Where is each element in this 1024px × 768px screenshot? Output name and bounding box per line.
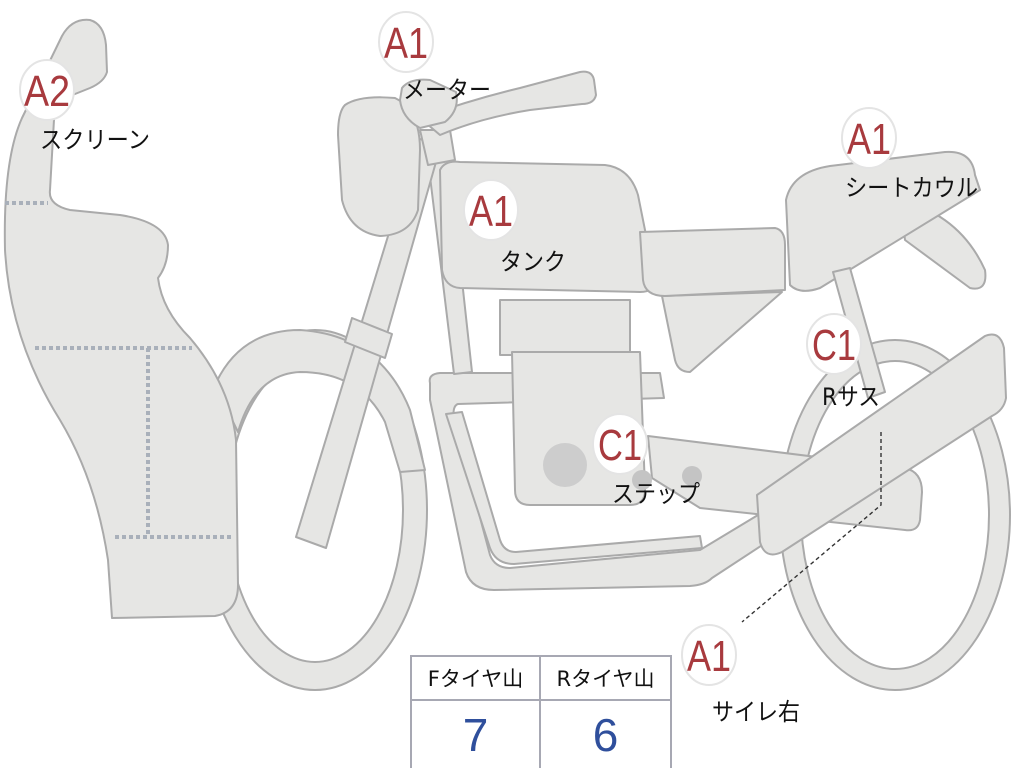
grade-badge — [806, 313, 862, 375]
handlebar — [419, 70, 597, 136]
muffler — [756, 333, 1007, 556]
meter — [399, 78, 458, 129]
seat-cowl — [785, 150, 981, 292]
damage-label-seat-cowl: A1 シートカウル — [841, 107, 978, 202]
damage-label-meter: A1 メーター — [378, 11, 491, 104]
damage-label-silencer: A1 サイレ右 — [681, 624, 800, 726]
grade-text: A2 — [24, 67, 70, 116]
leader-line — [741, 432, 882, 623]
part-name: サイレ右 — [712, 698, 800, 726]
damage-label-rear-shock: C1 Rサス — [806, 313, 880, 411]
damage-label-tank: A1 タンク — [463, 179, 566, 276]
grade-text: A1 — [384, 19, 428, 68]
step-peg — [632, 470, 652, 490]
seat — [639, 227, 786, 297]
part-name: Rサス — [822, 383, 880, 411]
step-peg — [682, 466, 702, 486]
frame-lower-loop — [428, 372, 771, 591]
frame-inner-loop — [445, 411, 703, 565]
rear-tire-value: 6 — [592, 708, 619, 761]
side-cover — [661, 291, 783, 373]
part-name: メーター — [403, 76, 491, 104]
grade-badge — [463, 179, 519, 241]
fairing-panel-lines — [5, 201, 233, 539]
fairing-screen — [3, 18, 239, 619]
grade-text: C1 — [812, 321, 856, 370]
grade-badge — [592, 413, 648, 475]
fork-outer-tube — [344, 317, 393, 359]
grade-badge — [841, 107, 897, 169]
rear-tire-header: Rタイヤ山 — [541, 657, 670, 701]
grade-text: A1 — [847, 115, 891, 164]
part-name: スクリーン — [40, 126, 150, 154]
front-tire-header: Fタイヤ山 — [412, 657, 541, 701]
grade-badge — [378, 11, 434, 73]
damage-label-screen: A2 スクリーン — [19, 59, 150, 154]
front-tire-value: 7 — [412, 701, 541, 768]
headlight — [337, 96, 421, 237]
part-name: シートカウル — [845, 174, 978, 202]
part-name: タンク — [500, 248, 566, 276]
grade-text: A1 — [687, 632, 731, 681]
grade-text: C1 — [598, 421, 642, 470]
grade-text: A1 — [469, 187, 513, 236]
damage-label-step: C1 ステップ — [592, 413, 700, 508]
tire-tread-table: Fタイヤ山 Rタイヤ山 7 6 — [410, 655, 672, 768]
grade-badge — [19, 59, 75, 121]
part-name: ステップ — [612, 480, 700, 508]
grade-badge — [681, 624, 737, 686]
